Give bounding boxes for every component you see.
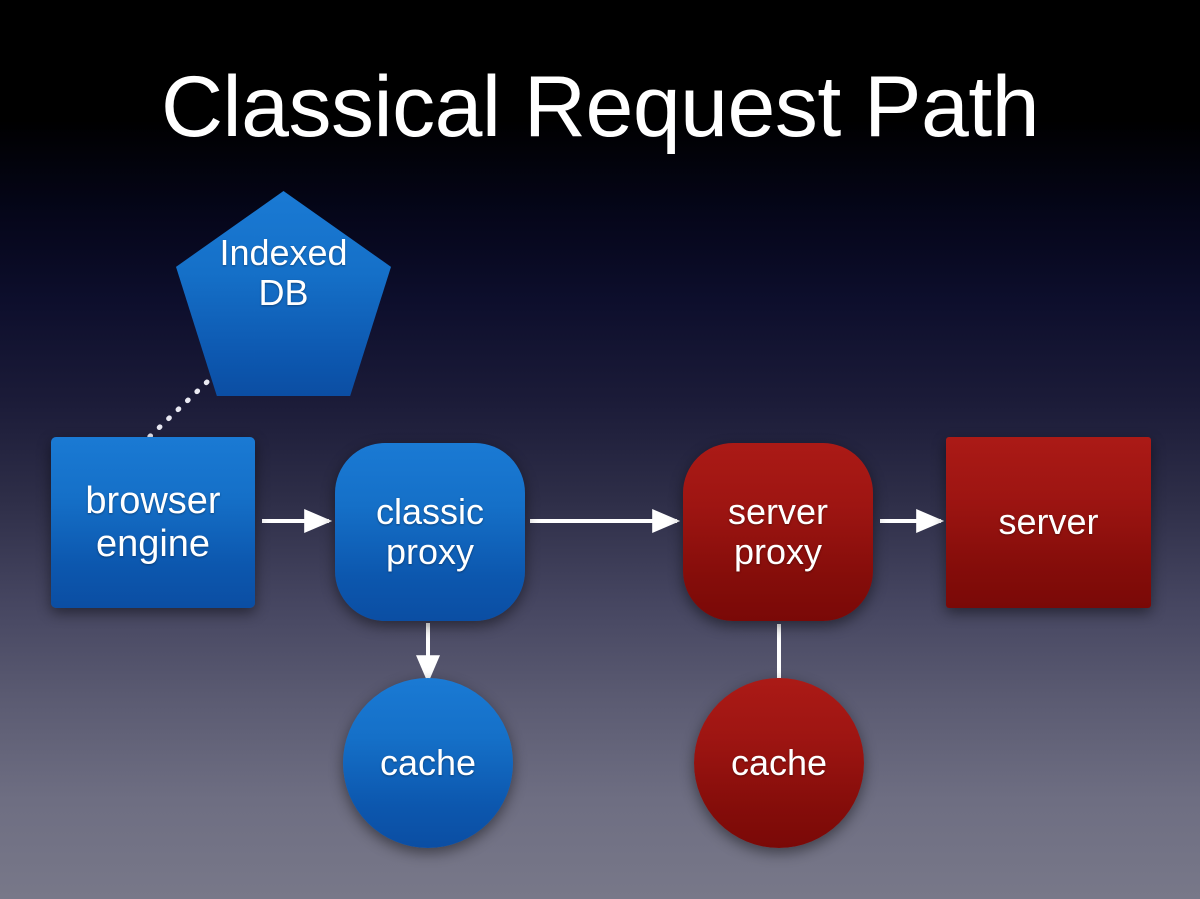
node-server-proxy-label-line2: proxy xyxy=(733,531,823,572)
node-classic-proxy[interactable]: classic proxy xyxy=(335,443,525,621)
node-cache-client-label: cache xyxy=(379,741,477,783)
node-server-proxy[interactable]: server proxy xyxy=(683,443,873,621)
node-browser-engine-label-line1: browser xyxy=(85,479,221,522)
edge-indexeddb-to-browser-engine xyxy=(140,379,210,446)
node-server[interactable]: server xyxy=(946,437,1151,608)
node-cache-client[interactable]: cache xyxy=(343,678,513,848)
node-indexed-db-label-line1: Indexed xyxy=(219,232,348,273)
node-indexed-db-label-line2: DB xyxy=(258,272,309,314)
node-classic-proxy-label-line1: classic xyxy=(375,490,485,532)
node-browser-engine[interactable]: browser engine xyxy=(51,437,255,608)
node-server-proxy-label-line1: server xyxy=(727,490,829,532)
node-indexed-db[interactable]: Indexed DB xyxy=(176,191,391,396)
node-server-label: server xyxy=(998,501,1099,543)
node-browser-engine-label-line2: engine xyxy=(95,522,211,565)
page-title: Classical Request Path xyxy=(160,59,1040,155)
node-cache-server-label: cache xyxy=(730,741,828,783)
node-cache-server[interactable]: cache xyxy=(694,678,864,848)
node-classic-proxy-label-line2: proxy xyxy=(385,531,475,572)
